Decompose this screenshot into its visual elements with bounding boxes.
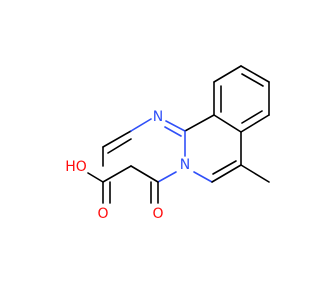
bond-n1-c4 xyxy=(165,120,186,132)
bond-b3-b4 xyxy=(240,65,270,83)
bond-cooh-oh xyxy=(87,172,104,183)
bond-c3-n1 xyxy=(130,118,152,132)
canvas-background xyxy=(0,0,300,300)
bond-b3-b4-double xyxy=(241,73,264,87)
bond-c6-c7-double xyxy=(212,160,237,175)
atom-labels: N N O O HO xyxy=(65,109,190,222)
bond-n2-c6 xyxy=(193,171,213,183)
bond-c4-c9 xyxy=(184,114,215,132)
bond-b5-b6 xyxy=(240,114,270,133)
bond-b2-b3 xyxy=(213,65,242,83)
bond-c6-c7 xyxy=(211,164,242,183)
bond-ring-cooh xyxy=(102,165,132,183)
atom-n1: N xyxy=(153,109,163,125)
atom-o-carbonyl: O xyxy=(152,206,163,222)
bond-b5-b6-double xyxy=(241,110,263,124)
bond-n2-c5 xyxy=(157,171,177,183)
atom-n2: N xyxy=(180,157,190,173)
bond-methyl xyxy=(240,164,270,183)
bond-c2-c3 xyxy=(102,130,132,148)
molecule-structure: N N O O HO xyxy=(0,0,300,300)
bond-c2-c3-double xyxy=(107,138,132,154)
bond-lines xyxy=(87,65,270,204)
atom-o-acid-hydroxyl: HO xyxy=(65,159,87,175)
atom-o-acid-double: O xyxy=(97,206,108,222)
bond-n1-c4-double xyxy=(164,126,182,137)
bond-c8-c9 xyxy=(213,114,242,133)
bond-c5-c1 xyxy=(130,165,159,183)
